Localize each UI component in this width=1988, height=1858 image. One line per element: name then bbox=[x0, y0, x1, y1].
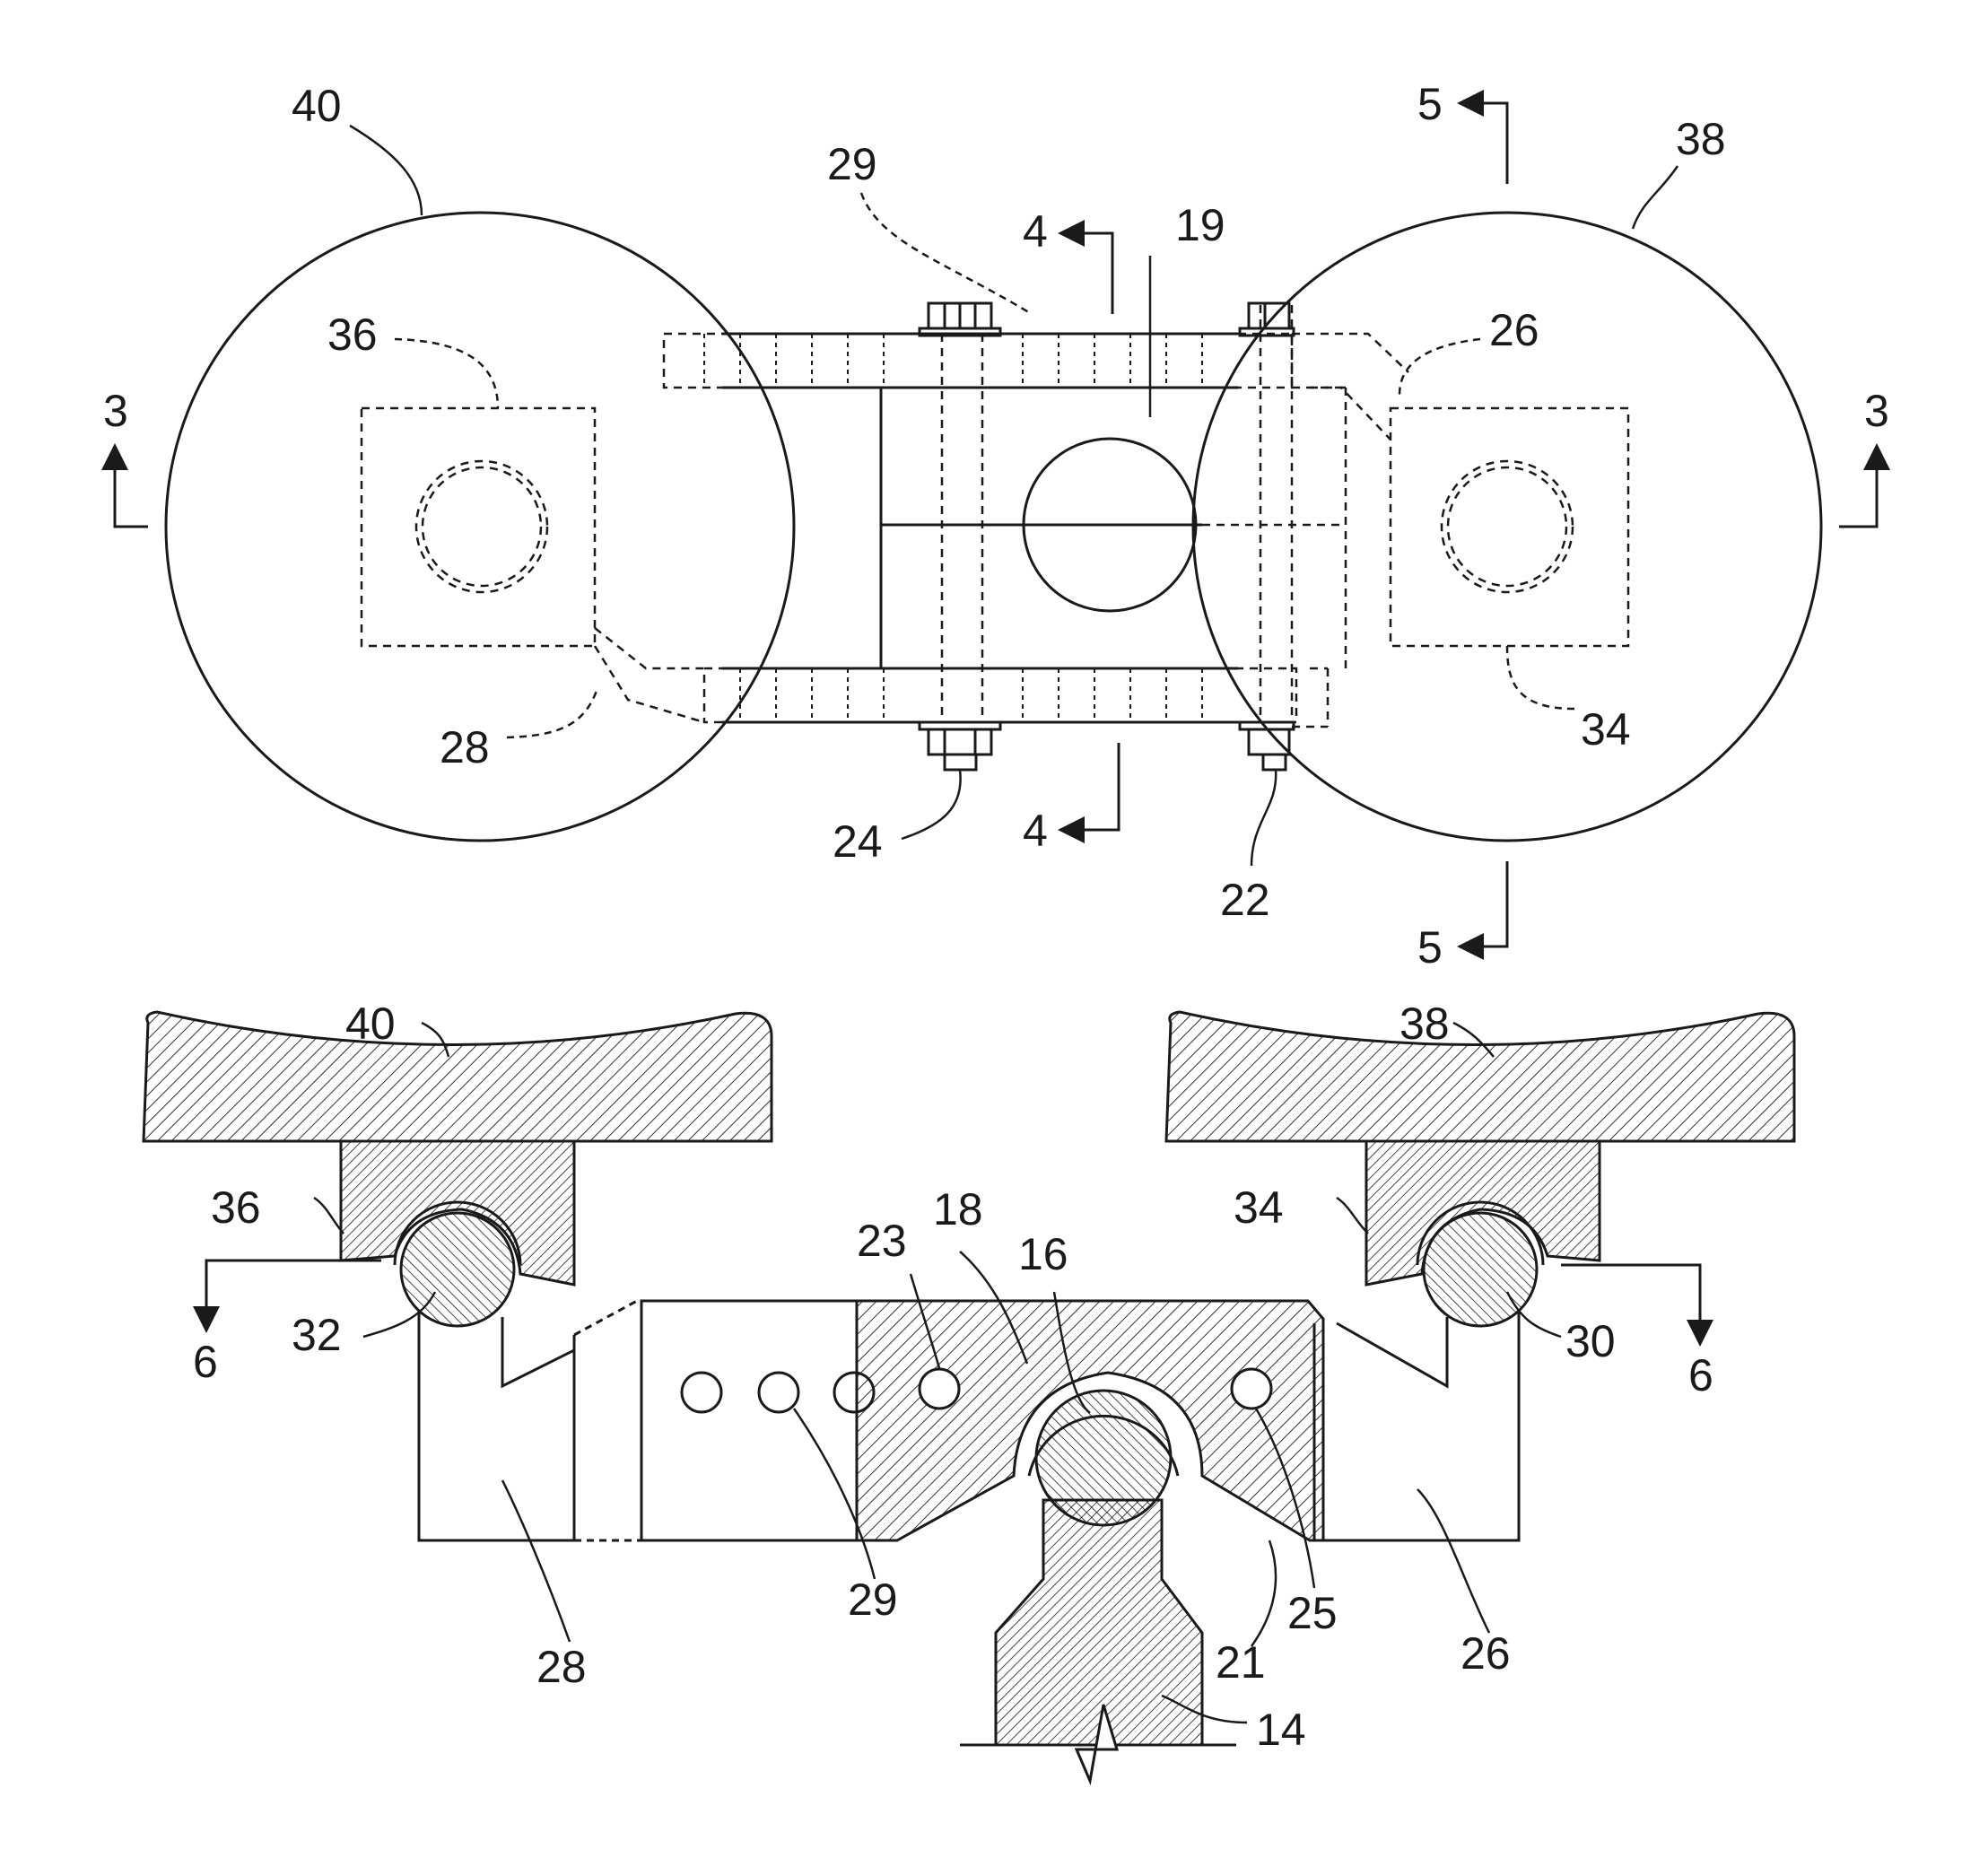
section-6-right-label: 6 bbox=[1688, 1350, 1713, 1400]
section-4-top: 4 bbox=[1023, 206, 1112, 314]
label-38-sec: 38 bbox=[1399, 999, 1450, 1049]
label-30-sec: 30 bbox=[1565, 1316, 1616, 1366]
top-bolt-left-bottom bbox=[920, 722, 1000, 770]
top-view: 3 3 4 4 5 5 40 38 36 26 29 19 28 34 24 bbox=[103, 79, 1889, 973]
section-post-14 bbox=[996, 1500, 1202, 1745]
top-bolt-left-top bbox=[920, 303, 1000, 336]
section-3-left-label: 3 bbox=[103, 386, 128, 436]
leader-38-top bbox=[1633, 166, 1678, 229]
hole-29-b bbox=[759, 1373, 798, 1412]
section-arm-right bbox=[1314, 1310, 1519, 1540]
section-wheel-right bbox=[1166, 1012, 1794, 1141]
section-6-left-label: 6 bbox=[193, 1337, 218, 1387]
label-14-sec: 14 bbox=[1256, 1705, 1306, 1755]
section-4-bottom-label: 4 bbox=[1023, 806, 1048, 856]
top-bars-dashed bbox=[595, 305, 1408, 727]
section-wheel-left bbox=[144, 1012, 772, 1141]
label-26-sec: 26 bbox=[1460, 1628, 1511, 1679]
label-19-top: 19 bbox=[1175, 200, 1225, 250]
leader-28-top bbox=[507, 691, 597, 737]
leader-36-top bbox=[395, 339, 498, 408]
label-23-sec: 23 bbox=[857, 1216, 907, 1266]
leader-21-sec bbox=[1251, 1540, 1276, 1646]
section-axle-right bbox=[1424, 1213, 1537, 1326]
leader-40-top bbox=[350, 126, 422, 215]
leader-29-top bbox=[861, 193, 1032, 314]
leader-36-sec bbox=[314, 1198, 344, 1234]
section-5-bottom-label: 5 bbox=[1417, 922, 1443, 973]
section-view: 6 6 40 38 36 34 32 30 18 16 23 29 25 bbox=[144, 999, 1794, 1781]
section-3-right: 3 bbox=[1839, 386, 1889, 527]
section-arm-left-link bbox=[574, 1301, 637, 1335]
label-34-top: 34 bbox=[1581, 704, 1631, 755]
section-5-bottom: 5 bbox=[1417, 861, 1507, 973]
hole-29-a bbox=[682, 1373, 721, 1412]
section-axle-left bbox=[401, 1213, 514, 1326]
label-21-sec: 21 bbox=[1216, 1637, 1266, 1688]
top-bolt-right-bottom bbox=[1240, 722, 1294, 770]
label-26-top: 26 bbox=[1489, 305, 1539, 355]
label-24-top: 24 bbox=[833, 816, 883, 867]
leader-24-top bbox=[902, 770, 961, 839]
hole-25 bbox=[1232, 1369, 1271, 1409]
section-5-top: 5 bbox=[1417, 79, 1507, 184]
section-arm-left bbox=[419, 1310, 574, 1540]
section-3-left: 3 bbox=[103, 386, 148, 527]
leader-28-sec bbox=[502, 1480, 570, 1642]
top-axle-left-inner bbox=[423, 467, 541, 586]
label-40-sec: 40 bbox=[345, 999, 396, 1049]
label-34-sec: 34 bbox=[1234, 1182, 1284, 1233]
label-32-sec: 32 bbox=[292, 1310, 342, 1360]
leader-26-top bbox=[1399, 339, 1480, 395]
top-center-body bbox=[722, 334, 1238, 722]
section-plate-left bbox=[641, 1301, 857, 1540]
section-4-bottom: 4 bbox=[1023, 743, 1119, 856]
leader-26-sec bbox=[1417, 1489, 1489, 1633]
label-29-top: 29 bbox=[827, 139, 877, 189]
label-29-sec: 29 bbox=[848, 1575, 898, 1625]
label-36-top: 36 bbox=[327, 310, 378, 360]
section-6-left: 6 bbox=[193, 1260, 381, 1387]
top-bracket-right bbox=[1391, 408, 1628, 646]
leader-34-top bbox=[1507, 646, 1574, 709]
label-22-top: 22 bbox=[1220, 875, 1270, 925]
label-25-sec: 25 bbox=[1287, 1588, 1338, 1638]
label-40-top: 40 bbox=[292, 81, 342, 131]
section-3-right-label: 3 bbox=[1864, 386, 1889, 436]
top-bolt-right-top bbox=[1240, 303, 1294, 336]
top-axle-left-outer bbox=[416, 461, 547, 592]
top-axle-right-outer bbox=[1442, 461, 1573, 592]
label-16-sec: 16 bbox=[1018, 1229, 1068, 1279]
label-28-top: 28 bbox=[440, 722, 490, 772]
top-axle-right-inner bbox=[1448, 467, 1566, 586]
leader-22-top bbox=[1251, 770, 1276, 866]
section-ball-16 bbox=[1036, 1391, 1171, 1525]
label-18-sec: 18 bbox=[933, 1184, 983, 1234]
section-5-top-label: 5 bbox=[1417, 79, 1443, 129]
label-38-top: 38 bbox=[1676, 114, 1726, 164]
label-36-sec: 36 bbox=[211, 1182, 261, 1233]
hole-23 bbox=[920, 1369, 959, 1409]
label-28-sec: 28 bbox=[536, 1642, 587, 1692]
leader-34-sec bbox=[1337, 1198, 1368, 1234]
section-4-top-label: 4 bbox=[1023, 206, 1048, 257]
top-bracket-left bbox=[362, 408, 595, 646]
